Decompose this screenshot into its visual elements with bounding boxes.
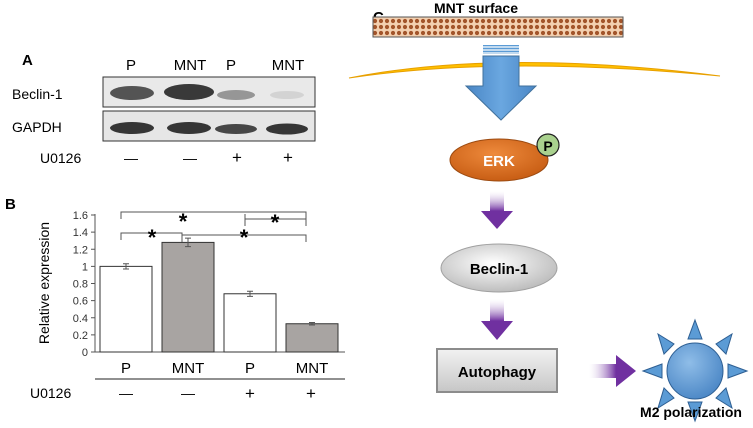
beclin-label: Beclin-1	[470, 261, 528, 278]
bar-series	[99, 237, 339, 353]
treatment-sign: +	[245, 384, 255, 403]
bar	[161, 241, 215, 353]
treatment-sign: —	[183, 150, 197, 166]
erk-label: ERK	[483, 153, 515, 170]
significance-star: *	[271, 210, 280, 235]
panel-b-label: B	[5, 196, 16, 213]
cell-membrane	[348, 62, 721, 79]
y-axis-label: Relative expression	[36, 222, 52, 344]
y-tick-label: 0	[82, 347, 88, 359]
y-tick-label: 0.6	[73, 296, 88, 308]
y-tick-label: 1.4	[73, 227, 88, 239]
treatment-sign: +	[306, 384, 316, 403]
x-tick-label: MNT	[296, 360, 329, 377]
phospho-icon	[536, 133, 560, 157]
treatment-sign: —	[181, 385, 195, 401]
mnt-surface-label: MNT surface	[434, 0, 518, 16]
treatment-sign: +	[283, 148, 293, 167]
significance-star: *	[148, 225, 157, 250]
blot-row-label: Beclin-1	[12, 86, 63, 102]
arrow-down-icon	[481, 191, 513, 229]
error-bar	[123, 263, 129, 270]
bar	[285, 323, 339, 353]
treatment-sign: +	[232, 148, 242, 167]
blue-signal-arrow	[464, 45, 538, 121]
x-tick-label: MNT	[172, 360, 205, 377]
y-tick-label: 0.8	[73, 279, 88, 291]
error-bar	[309, 321, 315, 326]
blot-row-label: GAPDH	[12, 119, 62, 135]
treatment-sign: —	[124, 150, 138, 166]
lane-label: MNT	[272, 57, 305, 74]
chart-y-axis: 0 0.2 0.4 0.6 0.8 1 1.2 1.4 1.6	[73, 210, 96, 359]
lane-label: MNT	[174, 57, 207, 74]
arrow-down-icon	[481, 299, 513, 340]
lane-label: P	[126, 57, 136, 74]
western-blot-gapdh	[102, 110, 316, 142]
autophagy-label: Autophagy	[458, 364, 537, 381]
beclin-node	[440, 243, 558, 293]
y-tick-label: 1.2	[73, 244, 88, 256]
significance-brackets	[120, 211, 307, 242]
phospho-label: P	[543, 138, 552, 154]
panel-a-label: A	[22, 52, 33, 69]
error-bar	[185, 237, 191, 248]
bar	[99, 265, 153, 353]
x-tick-label: P	[121, 360, 131, 377]
treatment-label: U0126	[30, 385, 71, 401]
error-bar	[247, 290, 253, 297]
autophagy-node	[436, 348, 558, 393]
bar	[223, 293, 277, 353]
significance-star: *	[240, 225, 249, 250]
x-tick-label: P	[245, 360, 255, 377]
sun-macrophage-icon	[641, 318, 749, 423]
y-tick-label: 0.4	[73, 313, 88, 325]
outcome-label: M2 polarization	[640, 404, 742, 420]
y-tick-label: 1	[82, 261, 88, 273]
mnt-surface	[372, 16, 624, 38]
lane-label: P	[226, 57, 236, 74]
western-blot-beclin	[102, 76, 316, 108]
erk-node	[449, 138, 549, 182]
y-tick-label: 1.6	[73, 210, 88, 222]
treatment-label: U0126	[40, 150, 81, 166]
treatment-sign: —	[119, 385, 133, 401]
y-tick-label: 0.2	[73, 330, 88, 342]
arrow-right-icon	[589, 355, 636, 387]
significance-star: *	[179, 209, 188, 234]
